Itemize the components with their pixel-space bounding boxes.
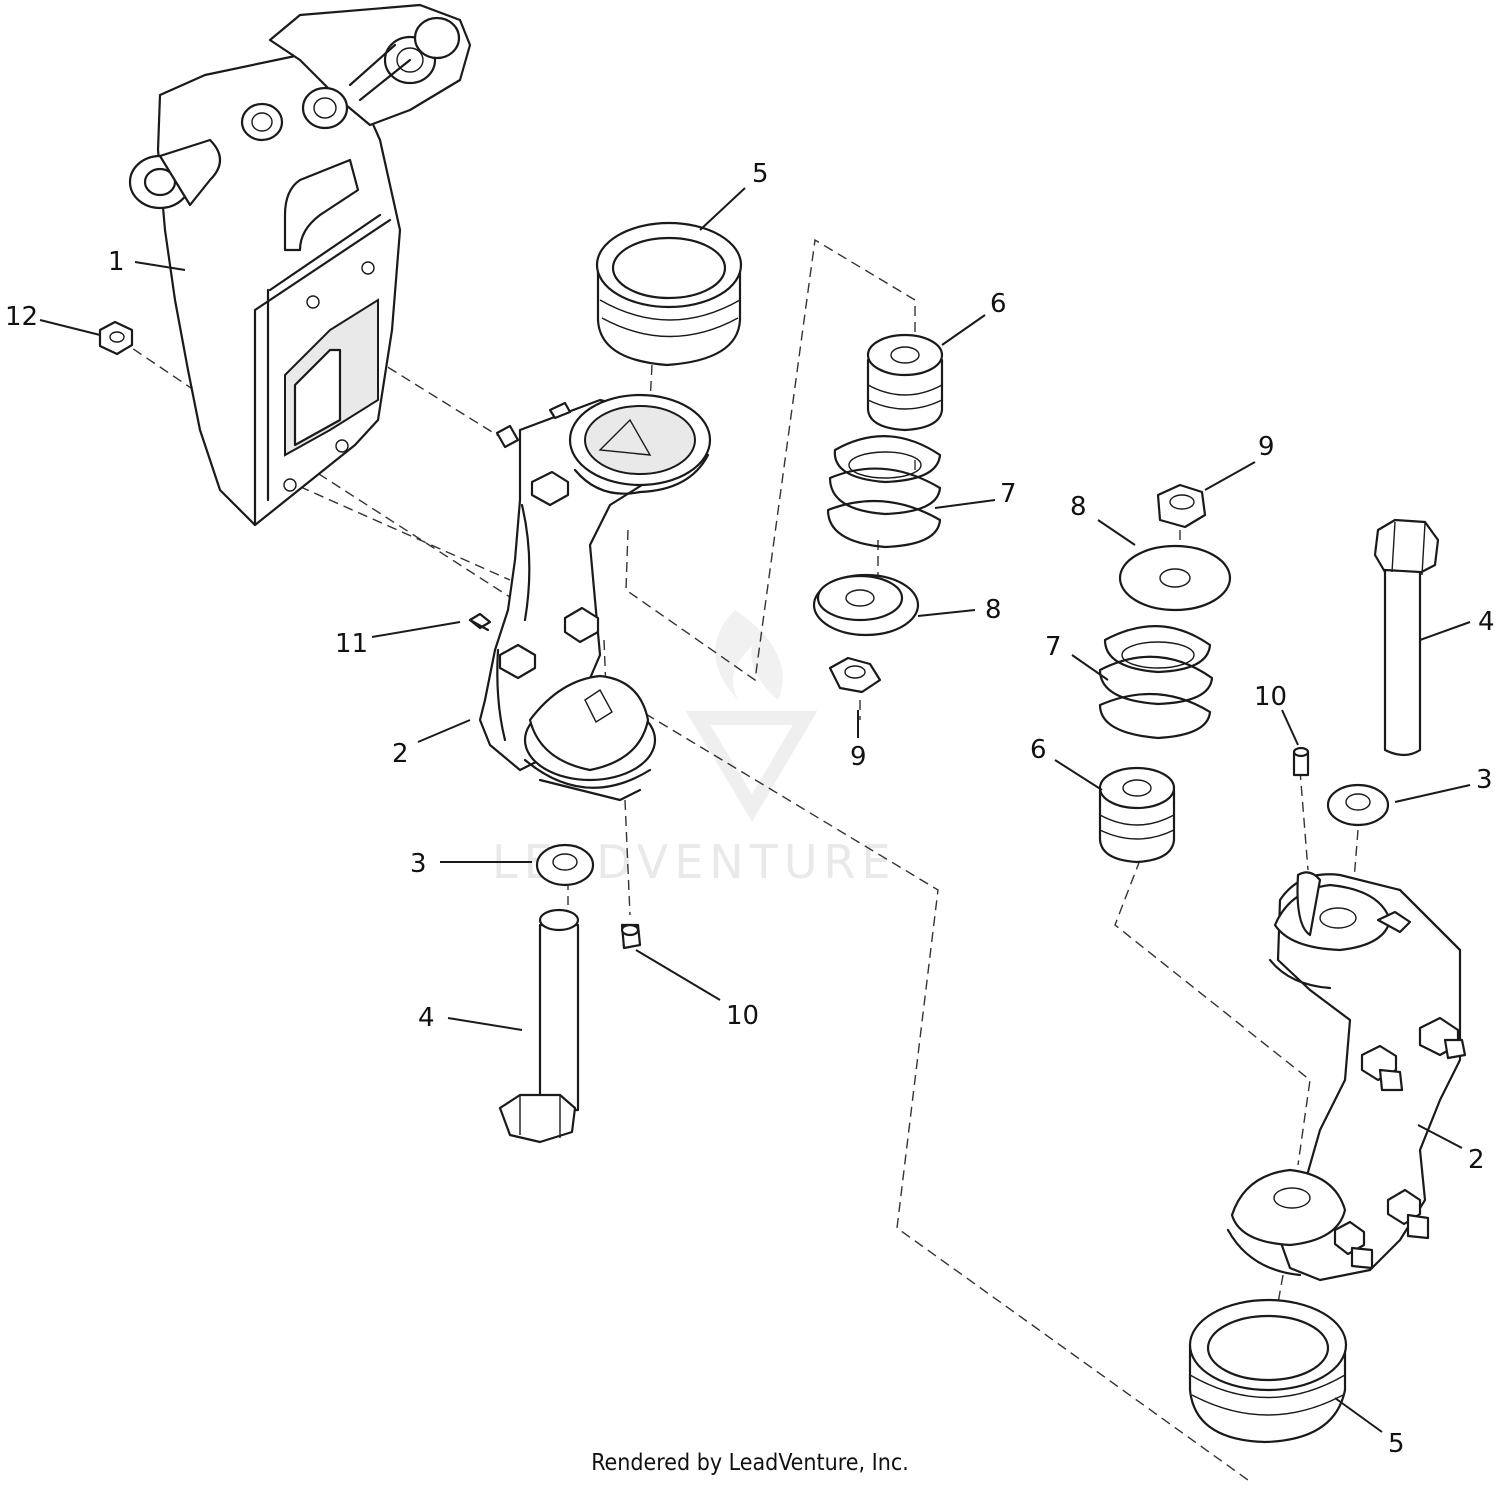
- part-4-bolt-left: [498, 908, 580, 1144]
- callout-5-bottom: 5: [1388, 1429, 1405, 1459]
- callout-4-right: 4: [1478, 607, 1495, 637]
- callout-2-left: 2: [392, 739, 409, 769]
- callout-7-top: 7: [1000, 479, 1017, 509]
- part-1-main-bracket: [128, 3, 472, 527]
- part-9-nut-right: [1156, 483, 1207, 529]
- callout-2-right: 2: [1468, 1145, 1485, 1175]
- callout-12: 12: [5, 302, 38, 332]
- part-2-spindle-bracket-left: [468, 393, 712, 802]
- part-8-washer-right: [1118, 544, 1232, 612]
- rendered-by-footer: Rendered by LeadVenture, Inc.: [591, 1450, 909, 1476]
- part-12-flange-nut: [98, 320, 134, 356]
- callout-3-right: 3: [1476, 765, 1493, 795]
- callout-4-left: 4: [418, 1003, 435, 1033]
- callout-7-right: 7: [1045, 632, 1062, 662]
- callout-10-right: 10: [1254, 682, 1287, 712]
- callout-10-left: 10: [726, 1001, 759, 1031]
- callout-labels: 1 12 5 6 7 8 9 11 2 3 4 10 9 8 7 10 6 4 …: [5, 159, 1495, 1459]
- part-9-nut-top: [828, 656, 882, 694]
- part-3-washer-right: [1326, 783, 1390, 827]
- callout-3-left: 3: [410, 849, 427, 879]
- part-5-bearing-cup-bottom: [1188, 1298, 1348, 1444]
- callout-11: 11: [335, 629, 368, 659]
- part-3-washer-left: [535, 843, 595, 887]
- callout-9-right: 9: [1258, 432, 1275, 462]
- callout-8-top: 8: [985, 595, 1002, 625]
- part-5-bearing-cup-top: [595, 221, 743, 367]
- part-7-spring-right: [1098, 625, 1214, 740]
- part-10-grease-fitting-left: [620, 923, 642, 950]
- callout-5-top: 5: [752, 159, 769, 189]
- part-4-bolt-right: [1373, 518, 1440, 757]
- callout-9-top: 9: [850, 742, 867, 772]
- callout-6-top: 6: [990, 289, 1007, 319]
- callout-1: 1: [108, 247, 125, 277]
- part-6-bushing-right: [1098, 766, 1176, 864]
- callout-8-right: 8: [1070, 492, 1087, 522]
- part-8-washer-top: [812, 573, 920, 637]
- leader-lines: [39, 187, 1471, 1433]
- part-10-grease-fitting-right: [1292, 746, 1310, 777]
- part-11-stud: [468, 618, 490, 632]
- part-2-spindle-bracket-right: [1226, 871, 1467, 1282]
- part-6-bushing-top: [866, 333, 944, 432]
- part-7-spring-top: [826, 435, 942, 549]
- callout-6-right: 6: [1030, 735, 1047, 765]
